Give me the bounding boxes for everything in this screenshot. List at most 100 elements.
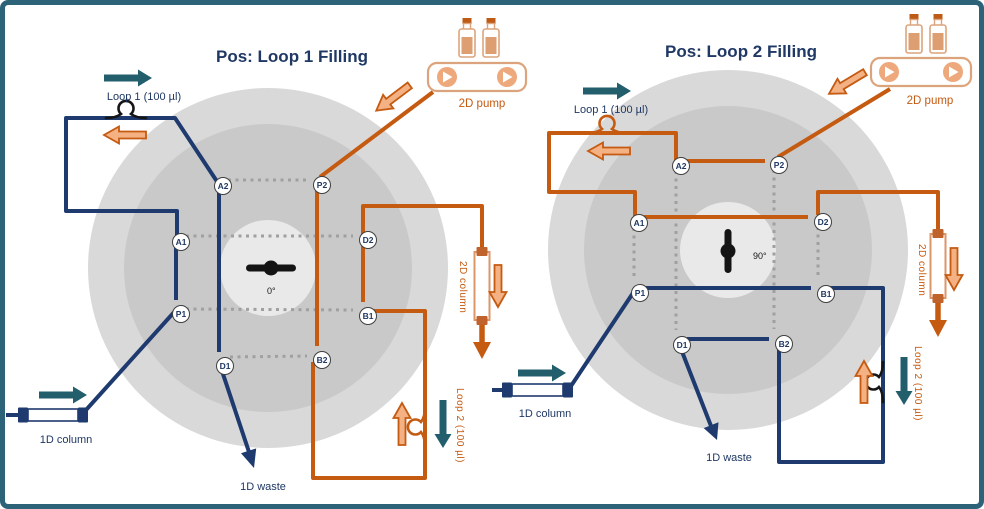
- left-port-b1: B1: [359, 307, 377, 325]
- left-orange-outline-arrows: [102, 81, 509, 446]
- left-port-p1: P1: [172, 305, 190, 323]
- left-solvent-bottle-2: [482, 18, 500, 58]
- right-loop2-tubing: [777, 286, 885, 464]
- right-pump-head-b-triangle: [949, 66, 959, 78]
- left-port-b2: B2: [313, 351, 331, 369]
- right-pump-head-a-triangle: [885, 66, 895, 78]
- right-port-a1: A1: [630, 214, 648, 232]
- left-2d-column-body: [473, 251, 491, 321]
- right-loop2-label: Loop 2 (100 µl): [912, 346, 923, 421]
- left-loop1-coil-icon: [104, 99, 148, 120]
- left-pump-head-a-triangle: [443, 71, 453, 83]
- left-1d-waste-label: 1D waste: [240, 481, 286, 493]
- right-loop1-back-arrow: [586, 140, 631, 162]
- right-loop1-flow-arrow: [583, 82, 631, 100]
- left-loop2-down-arrow: [434, 400, 452, 448]
- diagram-graphics: [6, 14, 973, 480]
- left-1d-column-right-fitting: [78, 407, 88, 423]
- left-1d-column-left-fitting: [18, 407, 28, 423]
- left-d2-to-column: [361, 204, 484, 252]
- right-1d-column-to-p1: [569, 288, 637, 388]
- left-1d-column-body: [27, 408, 79, 422]
- left-panel-title: Pos: Loop 1 Filling: [215, 47, 369, 66]
- left-2d-column-bottom-fitting: [476, 316, 488, 325]
- left-inactive-channels: [185, 178, 354, 359]
- left-teal-flow-arrows: [39, 69, 452, 448]
- bottle-cap-icon: [909, 14, 919, 20]
- left-2d-column-top-fitting: [476, 247, 488, 256]
- right-2d-pump-label: 2D pump: [906, 95, 954, 107]
- right-panel-title: Pos: Loop 2 Filling: [664, 42, 818, 61]
- left-port-a1: A1: [172, 233, 190, 251]
- left-loop1-tubing: [64, 116, 220, 239]
- bottle-liquid-icon: [485, 37, 497, 54]
- bottle-liquid-icon: [932, 33, 944, 50]
- left-port-d2: D2: [359, 231, 377, 249]
- left-loop1-back-arrow: [102, 124, 147, 146]
- left-port-d1: D1: [216, 357, 234, 375]
- right-loop1-coil-icon: [585, 114, 629, 135]
- right-1d-waste-label: 1D waste: [706, 452, 752, 464]
- left-pump-to-p2: [318, 90, 435, 179]
- right-orange-outline-arrows: [586, 67, 965, 404]
- left-2d-column-icon: [473, 247, 491, 359]
- left-loop2-label: Loop 2 (100 µl): [454, 388, 465, 463]
- right-port-b1: B1: [817, 285, 835, 303]
- left-loop2-tubing: [311, 309, 427, 480]
- right-loop2-up-arrow: [853, 359, 875, 404]
- left-waste-arrowhead: [241, 448, 257, 468]
- left-2d-flow-path: [311, 90, 484, 480]
- left-solvent-bottle-1: [458, 18, 476, 58]
- left-dotted-p1-b1: [185, 307, 354, 312]
- right-2d-column-top-fitting: [932, 229, 944, 238]
- right-1d-column-label: 1D column: [518, 408, 572, 420]
- left-pump-head-b-triangle: [503, 71, 513, 83]
- left-loop2-coil-icon: [406, 405, 427, 449]
- left-2d-column-label: 2D column: [457, 261, 468, 314]
- left-2d-pump-icon: [426, 18, 528, 93]
- left-2d-outlet-arrowhead: [473, 342, 491, 359]
- right-port-d2: D2: [814, 213, 832, 231]
- left-1d-column-label: 1D column: [39, 434, 93, 446]
- left-1d-column-to-p1: [84, 308, 178, 412]
- bottle-cap-icon: [933, 14, 943, 20]
- left-loop1-flow-arrow: [104, 69, 152, 87]
- right-port-d1: D1: [673, 336, 691, 354]
- right-port-p2: P2: [770, 156, 788, 174]
- right-2d-column-body: [929, 233, 947, 299]
- right-1d-column-left-fitting: [502, 382, 512, 398]
- left-loop2-up-arrow: [391, 401, 413, 446]
- right-2d-pump-icon: [869, 14, 973, 88]
- right-solvent-bottle-1: [905, 14, 923, 54]
- left-rotor-icon: [246, 260, 296, 276]
- right-2d-flow-path: [547, 87, 940, 234]
- right-port-b2: B2: [775, 335, 793, 353]
- right-2d-outlet-arrowhead: [929, 320, 947, 337]
- right-rotor-angle-label: 90°: [753, 251, 767, 261]
- bottle-cap-icon: [462, 18, 472, 24]
- right-port-a2: A2: [672, 157, 690, 175]
- right-d1-to-waste: [679, 348, 713, 427]
- right-loop1-tubing: [547, 131, 678, 216]
- left-2d-pump-label: 2D pump: [458, 98, 506, 110]
- right-solvent-bottle-2: [929, 14, 947, 54]
- left-dotted-d1-b2: [229, 354, 308, 359]
- right-port-p1: P1: [631, 284, 649, 302]
- right-2d-column-bottom-fitting: [932, 294, 944, 303]
- right-d2-to-column: [816, 190, 940, 234]
- right-1d-column-icon: [502, 382, 573, 398]
- left-1d-column-icon: [18, 407, 88, 423]
- right-2d-column-icon: [929, 229, 947, 337]
- right-1d-flow-arrow: [518, 364, 566, 382]
- right-teal-flow-arrows: [518, 82, 913, 405]
- left-2d-column-down-arrow: [487, 264, 509, 309]
- left-port-a2: A2: [214, 177, 232, 195]
- bottle-liquid-icon: [461, 37, 473, 54]
- left-loop1-label: Loop 1 (100 µl): [106, 91, 182, 103]
- right-rotor-icon: [720, 229, 736, 273]
- right-1d-column-right-fitting: [563, 382, 573, 398]
- bottle-liquid-icon: [908, 33, 920, 50]
- left-1d-flow-path: [6, 116, 251, 453]
- right-pump-to-p2: [776, 87, 892, 159]
